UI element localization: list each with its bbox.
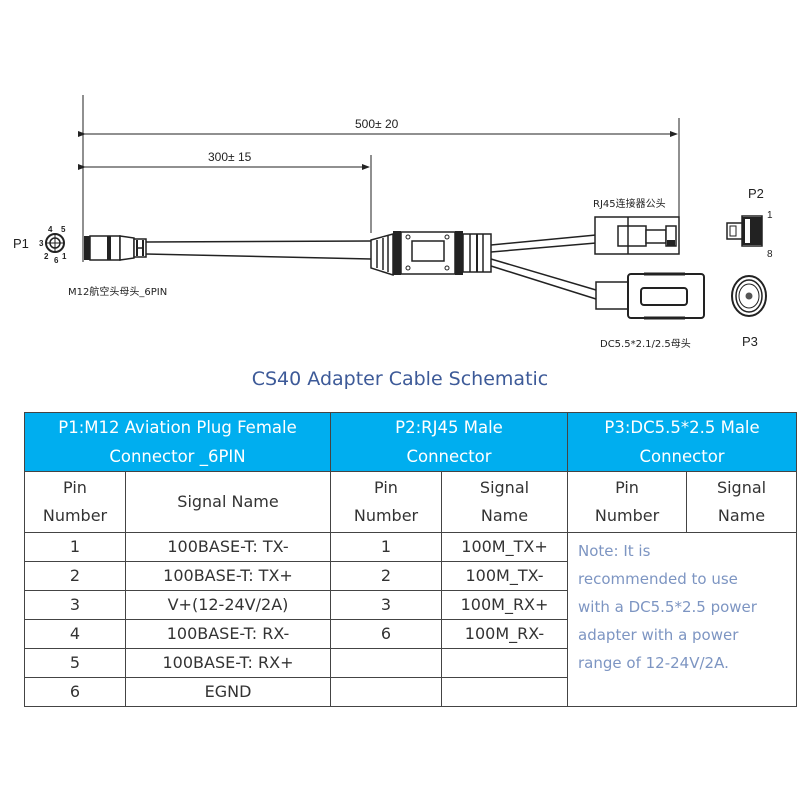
p1-pin-cell: 2 [24,561,126,591]
svg-text:6: 6 [54,256,59,265]
p1-pin-cell: 3 [24,590,126,620]
dimension-500-label: 500± 20 [355,117,399,131]
table-row: 6 EGND [24,677,797,707]
branch-cables [490,234,597,300]
p2-pin-cell: 1 [330,532,442,562]
p2-pin-cell [330,648,442,678]
p3-label: P3 [742,334,758,349]
p2-signal-cell: 100M_RX- [440,619,569,649]
svg-text:2: 2 [44,252,49,261]
dc-face-icon [731,275,767,317]
p2-signal-cell [440,648,569,678]
p1-signal-cell: 100BASE-T: TX- [125,532,331,562]
p2-pin-1: 1 [767,210,773,221]
cable-drawing: 500± 20 300± 15 P1 4 5 3 2 6 1 M12航空头母头_… [13,95,773,350]
rj45-caption: RJ45连接器公头 [593,197,666,210]
p3-note: Note: It is recommended to use with a DC… [567,532,798,707]
rj45-connector-icon [594,216,680,255]
p1-signal-cell: V+(12-24V/2A) [125,590,331,620]
p1-pin-cell: 1 [24,532,126,562]
dc-connector-icon [595,272,705,320]
p1-signal-cell: 100BASE-T: RX- [125,619,331,649]
p2-pin-cell [330,677,442,707]
svg-text:4: 4 [48,225,53,234]
svg-text:3: 3 [39,239,44,248]
p2-pin-cell: 2 [330,561,442,591]
m12-caption: M12航空头母头_6PIN [68,285,167,298]
p2-signal-cell [440,677,569,707]
splitter-body-icon [370,231,492,277]
dc-caption: DC5.5*2.1/2.5母头 [600,338,691,350]
svg-text:5: 5 [61,225,66,234]
rj45-face-icon [726,215,763,247]
p1-signal-header: Signal Name [125,471,331,533]
main-cable [145,240,372,260]
table-row: 2 100BASE-T: TX+ 2 100M_TX- [24,561,797,591]
p2-pin-cell: 3 [330,590,442,620]
p1-pin-cell: 4 [24,619,126,649]
dimension-300-label: 300± 15 [208,150,252,164]
schematic-title: CS40 Adapter Cable Schematic [251,368,549,390]
m12-pin-face-icon: 4 5 3 2 6 1 [39,225,67,265]
p2-signal-cell: 100M_RX+ [440,590,569,620]
p1-signal-cell: EGND [125,677,331,707]
p2-signal-cell: 100M_TX+ [440,532,569,562]
p2-label: P2 [748,186,764,201]
p1-signal-cell: 100BASE-T: RX+ [125,648,331,678]
p1-pin-cell: 6 [24,677,126,707]
p1-pin-cell: 5 [24,648,126,678]
p2-signal-cell: 100M_TX- [440,561,569,591]
p2-pin-8: 8 [767,249,773,260]
m12-connector-icon [84,235,147,261]
p1-label: P1 [13,236,29,251]
p1-signal-cell: 100BASE-T: TX+ [125,561,331,591]
p2-pin-cell: 6 [330,619,442,649]
table-row: 3 V+(12-24V/2A) 3 100M_RX+ [24,590,797,620]
table-row: 1 100BASE-T: TX- 1 100M_TX+ Note: It is … [24,532,798,707]
svg-text:1: 1 [62,252,67,261]
